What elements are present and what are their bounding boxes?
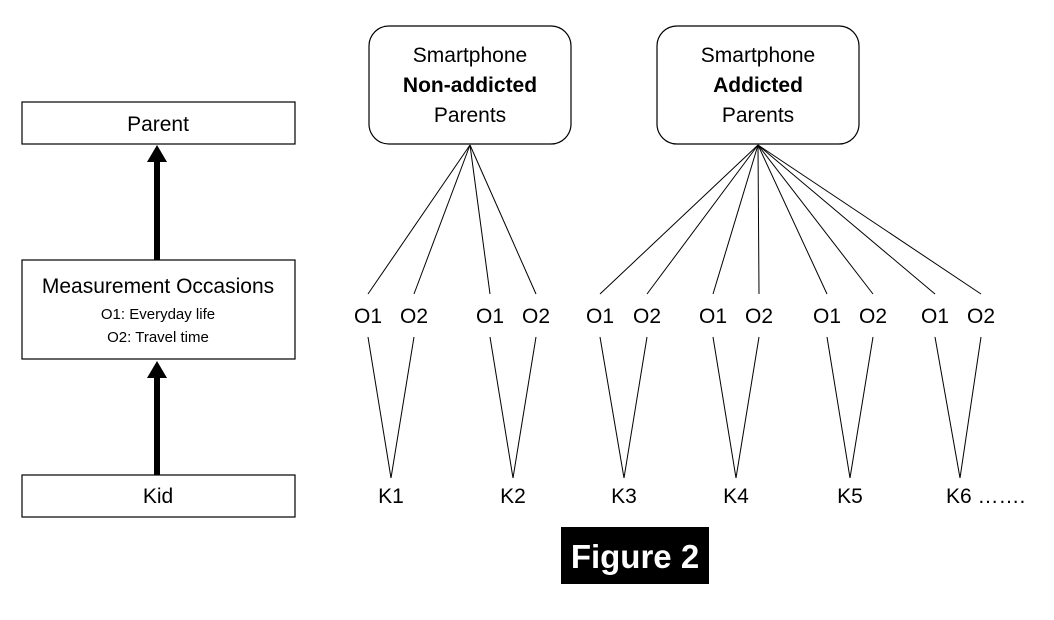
addicted-parents-box <box>656 25 860 145</box>
occasion-label: O2 <box>859 305 887 328</box>
addicted-line1: Smartphone <box>701 44 815 67</box>
occasion-label: O2 <box>633 305 661 328</box>
parent-to-occasion-line <box>367 144 471 295</box>
occasion-label: O2 <box>745 305 773 328</box>
parent-to-occasion-line <box>757 144 982 295</box>
parent-to-occasion-line <box>413 144 471 295</box>
occasion-labels: O1 O2 O1 O2 O1 O2 O1 O2 O1 O2 O1 O2 <box>354 305 995 328</box>
kid-label: K5 <box>837 485 863 508</box>
occasion-label: O1 <box>586 305 614 328</box>
occasion-label: O2 <box>967 305 995 328</box>
occasion-to-kid-line <box>599 336 625 479</box>
occasion-to-kid-line <box>826 336 851 479</box>
occasion-to-kid-line <box>712 336 737 479</box>
occasion-to-kid-line <box>489 336 514 479</box>
occasion-label: O2 <box>400 305 428 328</box>
occasions-level-title: Measurement Occasions <box>42 275 274 298</box>
connector-lines <box>367 144 982 479</box>
addicted-line2: Addicted <box>713 74 803 97</box>
parent-to-occasion-line <box>757 144 936 295</box>
arrowhead-parent <box>147 145 167 162</box>
kid-label: K1 <box>378 485 404 508</box>
kid-label: K6 ……. <box>946 485 1025 508</box>
non-addicted-line3: Parents <box>434 104 506 127</box>
occasion-1-description: O1: Everyday life <box>101 306 215 323</box>
non-addicted-parents-box <box>368 25 572 145</box>
occasion-to-kid-line <box>849 336 874 479</box>
parent-to-occasion-line <box>757 144 828 295</box>
figure-label-box <box>561 527 709 584</box>
non-addicted-line1: Smartphone <box>413 44 527 67</box>
kid-labels: K1 K2 K3 K4 K5 K6 ……. <box>378 485 1025 508</box>
occasion-to-kid-line <box>367 336 392 479</box>
arrowhead-occasions <box>147 361 167 378</box>
occasion-2-description: O2: Travel time <box>107 329 209 346</box>
addicted-line3: Parents <box>722 104 794 127</box>
figure-label: Figure 2 <box>571 538 699 575</box>
occasion-to-kid-line <box>623 336 648 479</box>
occasion-label: O1 <box>813 305 841 328</box>
kid-label: K3 <box>611 485 637 508</box>
occasion-label: O1 <box>699 305 727 328</box>
occasion-label: O2 <box>522 305 550 328</box>
kid-label: K4 <box>723 485 749 508</box>
parent-to-occasion-line <box>757 144 874 295</box>
parent-level-box <box>21 101 296 145</box>
kid-level-label: Kid <box>143 485 173 508</box>
non-addicted-line2: Non-addicted <box>403 74 537 97</box>
occasion-to-kid-line <box>735 336 760 479</box>
parent-to-occasion-line <box>469 144 491 295</box>
occasion-label: O1 <box>476 305 504 328</box>
parent-level-label: Parent <box>127 113 189 136</box>
occasion-to-kid-line <box>934 336 961 479</box>
occasion-to-kid-line <box>512 336 537 479</box>
parent-to-occasion-line <box>712 144 759 295</box>
parent-to-occasion-line <box>646 144 759 295</box>
kid-label: K2 <box>500 485 526 508</box>
parent-to-occasion-line <box>757 144 760 295</box>
parent-to-occasion-line <box>599 144 759 295</box>
occasion-to-kid-line <box>959 336 982 479</box>
occasion-label: O1 <box>921 305 949 328</box>
parent-to-occasion-line <box>469 144 537 295</box>
occasions-level-box <box>21 259 296 360</box>
occasion-label: O1 <box>354 305 382 328</box>
occasion-to-kid-line <box>390 336 415 479</box>
